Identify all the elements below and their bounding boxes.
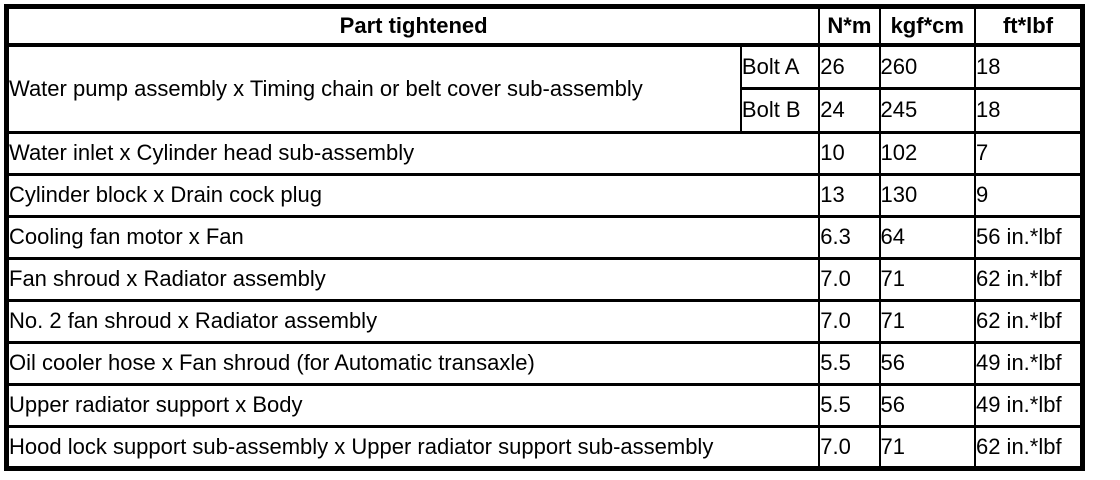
cell-part: Cooling fan motor x Fan — [5, 215, 821, 260]
cell-part: Cylinder block x Drain cock plug — [5, 173, 821, 218]
col-header-ftlbf: ft*lbf — [973, 5, 1084, 47]
cell-kgfcm: 64 — [878, 215, 976, 260]
cell-kgfcm: 71 — [878, 299, 976, 344]
table-row: Fan shroud x Radiator assembly 7.0 71 62… — [5, 257, 1084, 302]
col-header-kgfcm: kgf*cm — [878, 5, 976, 47]
cell-ftlbf: 18 — [973, 87, 1084, 134]
cell-kgfcm: 130 — [878, 173, 976, 218]
cell-nm: 5.5 — [818, 341, 881, 386]
table-row: Cooling fan motor x Fan 6.3 64 56 in.*lb… — [5, 215, 1084, 260]
cell-kgfcm: 245 — [878, 87, 976, 134]
table-row: Upper radiator support x Body 5.5 56 49 … — [5, 383, 1084, 428]
cell-part: Fan shroud x Radiator assembly — [5, 257, 821, 302]
cell-kgfcm: 102 — [878, 131, 976, 176]
cell-part: Hood lock support sub-assembly x Upper r… — [5, 425, 821, 470]
cell-ftlbf: 9 — [973, 173, 1084, 218]
cell-nm: 7.0 — [818, 425, 881, 470]
cell-kgfcm: 56 — [878, 341, 976, 386]
cell-nm: 13 — [818, 173, 881, 218]
cell-ftlbf: 49 in.*lbf — [973, 341, 1084, 386]
cell-ftlbf: 56 in.*lbf — [973, 215, 1084, 260]
cell-ftlbf: 62 in.*lbf — [973, 425, 1084, 470]
cell-bolt: Bolt B — [739, 87, 821, 134]
cell-part: Water inlet x Cylinder head sub-assembly — [5, 131, 821, 176]
cell-nm: 5.5 — [818, 383, 881, 428]
table-row: Water pump assembly x Timing chain or be… — [5, 43, 1084, 134]
table-row: Cylinder block x Drain cock plug 13 130 … — [5, 173, 1084, 218]
table-row: Water inlet x Cylinder head sub-assembly… — [5, 131, 1084, 176]
cell-kgfcm: 71 — [878, 257, 976, 302]
cell-part: Oil cooler hose x Fan shroud (for Automa… — [5, 341, 821, 386]
cell-nm: 6.3 — [818, 215, 881, 260]
cell-ftlbf: 7 — [973, 131, 1084, 176]
header-row: Part tightened N*m kgf*cm ft*lbf — [5, 5, 1084, 47]
cell-bolt: Bolt A — [739, 43, 821, 90]
cell-part: No. 2 fan shroud x Radiator assembly — [5, 299, 821, 344]
cell-nm: 10 — [818, 131, 881, 176]
cell-part: Water pump assembly x Timing chain or be… — [5, 43, 742, 134]
cell-kgfcm: 56 — [878, 383, 976, 428]
cell-kgfcm: 71 — [878, 425, 976, 470]
cell-nm: 7.0 — [818, 257, 881, 302]
torque-spec-table: Part tightened N*m kgf*cm ft*lbf Water p… — [4, 4, 1085, 471]
cell-ftlbf: 18 — [973, 43, 1084, 90]
cell-nm: 24 — [818, 87, 881, 134]
cell-ftlbf: 62 in.*lbf — [973, 257, 1084, 302]
cell-ftlbf: 49 in.*lbf — [973, 383, 1084, 428]
cell-nm: 26 — [818, 43, 881, 90]
col-header-nm: N*m — [818, 5, 881, 47]
cell-kgfcm: 260 — [878, 43, 976, 90]
table-row: Oil cooler hose x Fan shroud (for Automa… — [5, 341, 1084, 386]
cell-ftlbf: 62 in.*lbf — [973, 299, 1084, 344]
table-row: No. 2 fan shroud x Radiator assembly 7.0… — [5, 299, 1084, 344]
cell-part: Upper radiator support x Body — [5, 383, 821, 428]
col-header-part-tightened: Part tightened — [5, 5, 821, 47]
table-row: Bolt B 24 245 18 — [7, 87, 1084, 134]
cell-nm: 7.0 — [818, 299, 881, 344]
table-row: Hood lock support sub-assembly x Upper r… — [5, 425, 1084, 470]
